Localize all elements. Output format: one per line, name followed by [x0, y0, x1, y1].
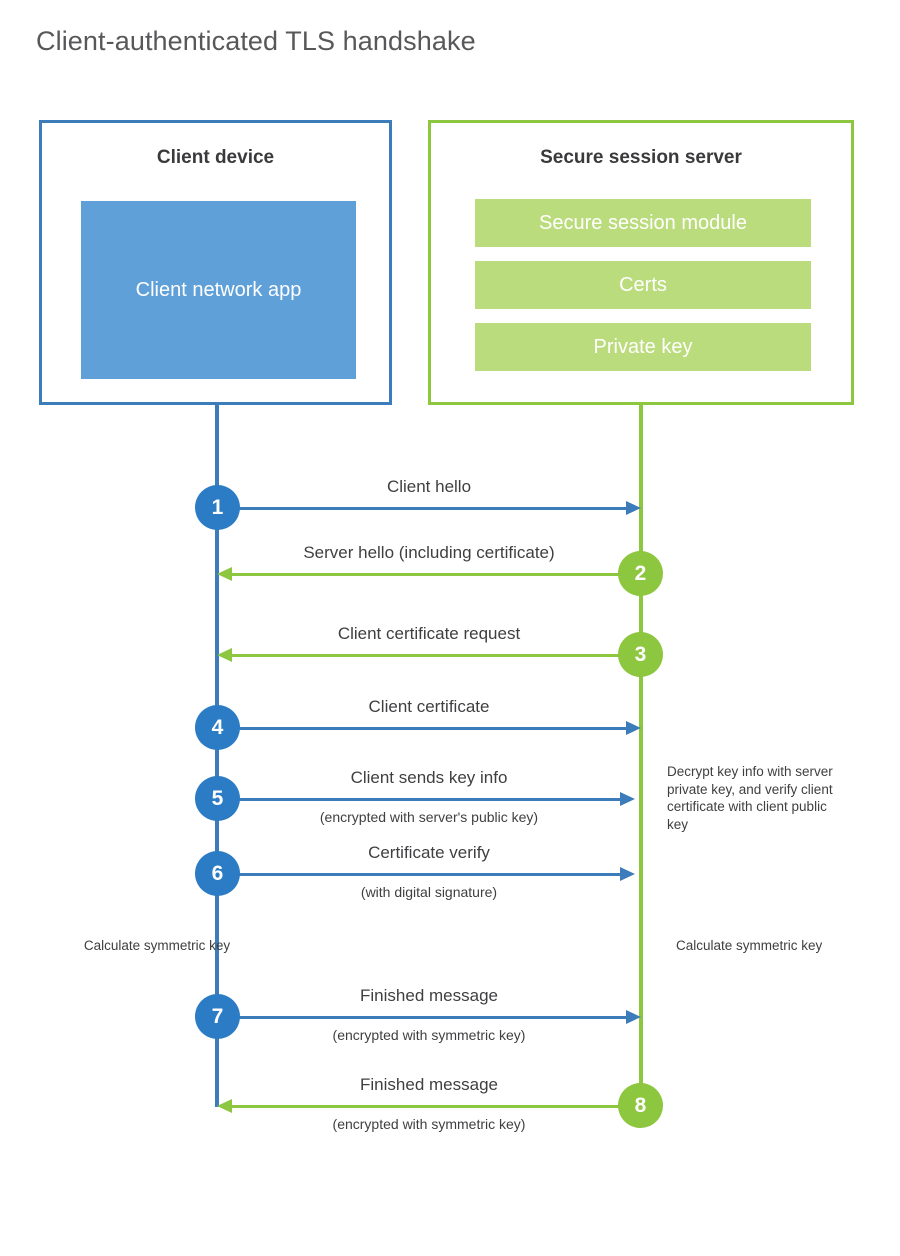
message-label-3: Client certificate request: [337, 624, 521, 643]
arrowhead-left-8: [217, 1099, 232, 1113]
message-line-1: [217, 507, 626, 510]
message-label-4: Client certificate: [368, 697, 490, 716]
server-lifeline: [639, 403, 643, 1107]
client-device-title: Client device: [156, 147, 275, 168]
note-calculate-symmetric-key-server: Calculate symmetric key: [676, 938, 823, 953]
message-line-2: [232, 573, 641, 576]
page-title: Client-authenticated TLS handshake: [36, 26, 476, 56]
client-lifeline: [215, 403, 219, 1107]
arrowhead-right-5: [620, 792, 635, 806]
arrowhead-right-6: [620, 867, 635, 881]
message-label-6: Certificate verify: [368, 843, 490, 862]
arrowhead-left-3: [217, 648, 232, 662]
note-server-decrypt: Decrypt key info with server private key…: [667, 764, 833, 832]
server-component-list: Secure session module Certs Private key: [475, 199, 811, 385]
step-badge-3[interactable]: 3: [618, 632, 663, 677]
step-badge-8[interactable]: 8: [618, 1083, 663, 1128]
message-label-5: Client sends key info: [350, 768, 508, 787]
secure-session-server-title: Secure session server: [540, 147, 742, 168]
message-label-1: Client hello: [386, 477, 472, 496]
message-line-5: [217, 798, 620, 801]
step-badge-5[interactable]: 5: [195, 776, 240, 821]
step-badge-1[interactable]: 1: [195, 485, 240, 530]
message-label-7: Finished message: [360, 986, 498, 1005]
message-line-6: [217, 873, 620, 876]
message-line-7: [217, 1016, 626, 1019]
server-component-private-key: Private key: [475, 323, 811, 371]
message-sublabel-7: (encrypted with symmetric key): [332, 1027, 526, 1043]
step-badge-7[interactable]: 7: [195, 994, 240, 1039]
message-sublabel-5: (encrypted with server's public key): [319, 809, 539, 825]
message-label-2: Server hello (including certificate): [303, 543, 555, 562]
message-sublabel-6: (with digital signature): [360, 884, 498, 900]
arrowhead-right-7: [626, 1010, 641, 1024]
message-label-8: Finished message: [360, 1075, 498, 1094]
message-sublabel-8: (encrypted with symmetric key): [332, 1116, 526, 1132]
server-component-secure-session-module: Secure session module: [475, 199, 811, 247]
step-badge-6[interactable]: 6: [195, 851, 240, 896]
server-component-certs: Certs: [475, 261, 811, 309]
arrowhead-left-2: [217, 567, 232, 581]
note-calculate-symmetric-key-client: Calculate symmetric key: [83, 938, 231, 953]
client-device-box: Client device Client network app: [39, 120, 392, 405]
arrowhead-right-1: [626, 501, 641, 515]
message-line-4: [217, 727, 626, 730]
step-badge-4[interactable]: 4: [195, 705, 240, 750]
client-network-app-block: Client network app: [81, 201, 356, 379]
message-line-3: [232, 654, 641, 657]
secure-session-server-box: Secure session server Secure session mod…: [428, 120, 854, 405]
arrowhead-right-4: [626, 721, 641, 735]
step-badge-2[interactable]: 2: [618, 551, 663, 596]
message-line-8: [232, 1105, 641, 1108]
